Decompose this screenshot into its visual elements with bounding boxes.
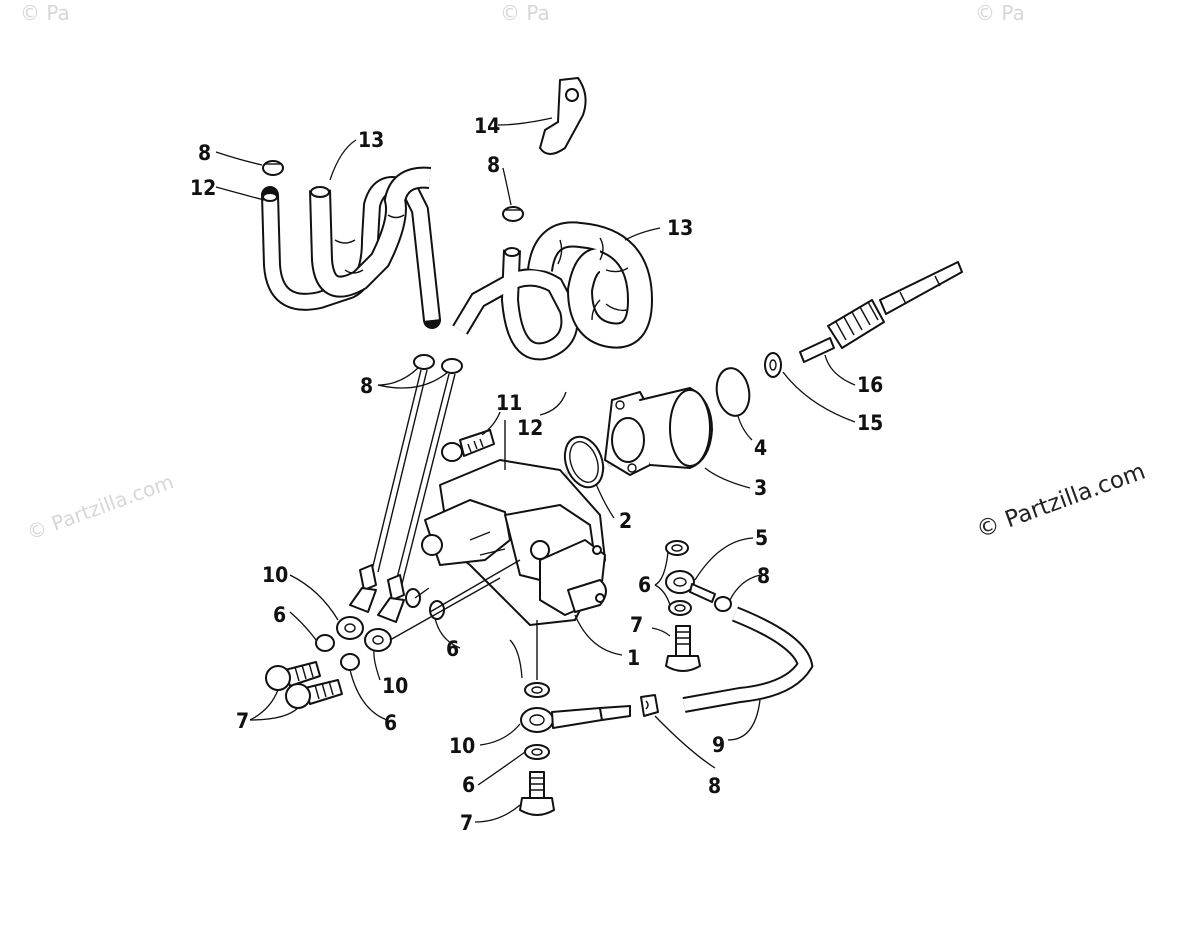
part-8-clamps-pair [413, 354, 463, 374]
part-8-clamp-top-mid [502, 206, 524, 222]
callout-6-right: 6 [638, 573, 651, 597]
callout-8-right: 8 [757, 564, 770, 588]
callout-12-left: 12 [190, 176, 216, 200]
part-3-pump-housing [604, 387, 713, 476]
part-2-o-ring [563, 435, 605, 489]
part-5-banjo-fitting [665, 570, 716, 603]
part-7-banjo-bolts-left [265, 661, 343, 709]
part-14-bracket [539, 77, 587, 155]
callout-8-top-left: 8 [198, 141, 211, 165]
callout-10-left-top: 10 [262, 563, 288, 587]
callout-14: 14 [474, 114, 500, 138]
part-6-washers-left-inner [405, 588, 445, 620]
callout-3: 3 [754, 476, 767, 500]
watermark-main: © Partzilla.com [973, 458, 1149, 543]
callout-10-left-bottom: 10 [382, 674, 408, 698]
callout-7-left: 7 [236, 709, 249, 733]
part-6-washer-pump-bottom [524, 682, 550, 698]
callout-16: 16 [857, 373, 883, 397]
callout-6-left-top: 6 [273, 603, 286, 627]
part-15-washer [764, 352, 782, 378]
part-10-banjo-fitting-bottom [520, 705, 631, 733]
part-1-oil-pump [421, 459, 607, 626]
watermark-faint-left: © Partzilla.com [24, 469, 177, 544]
part-12-hose-right [452, 247, 579, 361]
callout-labels: 14 13 8 12 8 13 8 11 12 16 15 4 3 2 5 6 … [190, 114, 883, 835]
callout-15: 15 [857, 411, 883, 435]
callout-5: 5 [755, 526, 768, 550]
callout-13-left: 13 [358, 128, 384, 152]
part-8-clamp-bottom [640, 694, 659, 717]
callout-8-bottom: 8 [708, 774, 721, 798]
callout-12-right: 12 [517, 416, 543, 440]
callout-7-bottom: 7 [460, 811, 473, 835]
callout-6-left-bottom: 6 [384, 711, 397, 735]
part-8-clamp-right [714, 596, 732, 612]
part-11-bolt [441, 429, 495, 462]
oil-lines [371, 369, 456, 585]
watermark-corner-left: © Pa [20, 1, 70, 25]
part-6-washer-bottom [524, 744, 550, 760]
callout-8-pair: 8 [360, 374, 373, 398]
part-13-hose-right [527, 221, 654, 349]
part-7-banjo-bolt-bottom [519, 771, 555, 816]
part-10-banjo-fitting-left-a [336, 564, 377, 640]
part-6-washer-right-bottom [668, 600, 692, 616]
part-6-washers-left-outer [315, 634, 360, 671]
part-16-drive-shaft [799, 261, 963, 363]
callout-11: 11 [496, 391, 522, 415]
callout-7-right: 7 [630, 613, 643, 637]
callout-8-top-mid: 8 [487, 153, 500, 177]
callout-1: 1 [627, 646, 640, 670]
watermark-corner-mid: © Pa [500, 1, 550, 25]
part-13-hose-left [309, 166, 432, 298]
callout-6-bottom: 6 [462, 773, 475, 797]
part-6-washer-right-top [665, 540, 689, 556]
callout-13-right: 13 [667, 216, 693, 240]
callout-10-bottom: 10 [449, 734, 475, 758]
alignment-lines [389, 420, 538, 680]
callout-4: 4 [754, 436, 767, 460]
part-4-o-ring [715, 367, 751, 417]
callout-2: 2 [619, 509, 632, 533]
part-7-banjo-bolt-right [665, 625, 701, 672]
callout-9: 9 [712, 733, 725, 757]
part-10-banjo-fitting-left-b [364, 574, 405, 652]
part-8-clamp-top-left [262, 160, 284, 176]
callout-6-center: 6 [446, 637, 459, 661]
part-9-hose [682, 606, 814, 713]
watermark-corner-right: © Pa [975, 1, 1025, 25]
leader-lines [215, 117, 856, 823]
